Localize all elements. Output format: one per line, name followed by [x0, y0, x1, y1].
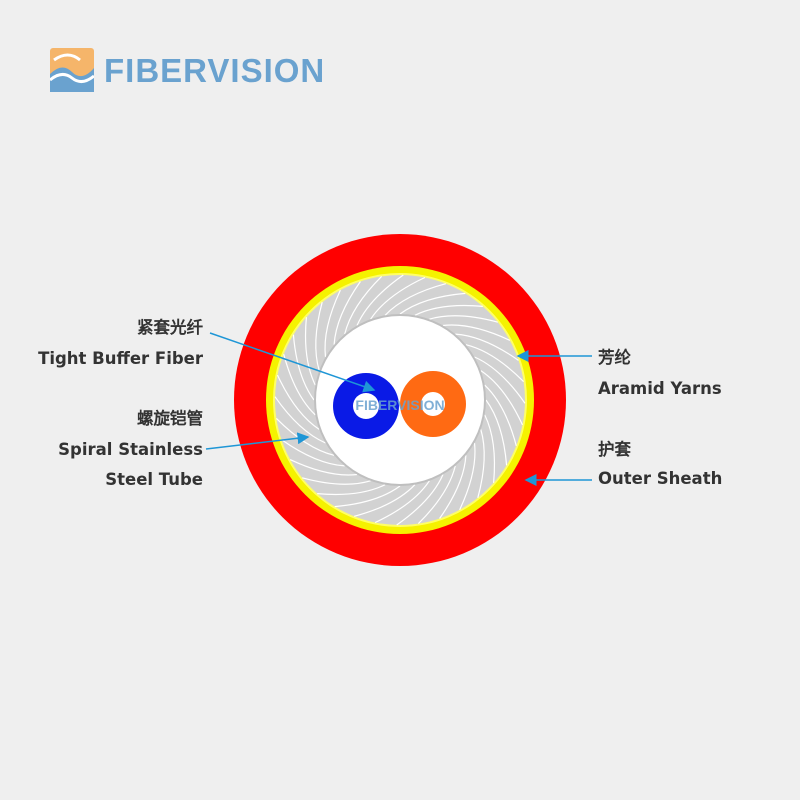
spiral-armor-line	[333, 281, 361, 345]
spiral-armor-line	[334, 485, 401, 508]
spiral-armor-line	[414, 304, 483, 316]
spiral-armor-line	[474, 356, 526, 404]
spiral-armor-line	[484, 384, 517, 446]
sheath-en-label: Outer Sheath	[598, 469, 723, 488]
spiral-armor-line	[459, 442, 476, 511]
spiral-armor-line	[289, 459, 358, 476]
spiral-armor-line	[484, 414, 496, 483]
spiral-armor-line	[283, 354, 316, 416]
blue-fiber-core	[353, 393, 379, 419]
spiral-armor-line	[480, 370, 524, 426]
spiral-armor-line	[396, 474, 444, 526]
spiral-armor-line	[465, 344, 525, 383]
spiral-armor-line	[315, 302, 323, 371]
spiral-armor-line	[304, 317, 316, 386]
aramid-cn-label: 芳纶	[598, 348, 631, 367]
spiral-armor-line	[485, 399, 508, 466]
spiral-armor-line	[442, 324, 511, 341]
tight-buffer-en-label: Tight Buffer Fiber	[38, 349, 203, 368]
spiral-tube-cn-label: 螺旋铠管	[137, 409, 203, 428]
spiral-armor-line	[455, 333, 519, 361]
spiral-armor-line	[439, 455, 467, 519]
spiral-armor-line	[417, 465, 456, 525]
spiral-armor-line	[356, 274, 404, 326]
spiral-armor-line	[477, 429, 485, 498]
spiral-armor-line	[429, 315, 498, 323]
spiral-armor-line	[344, 275, 383, 335]
spiral-armor-line	[324, 289, 341, 358]
spiral-armor-line	[302, 477, 371, 485]
tight-buffer-cn-label: 紧套光纤	[137, 318, 203, 337]
spiral-armor-line	[374, 480, 430, 524]
spiral-armor-line	[274, 396, 326, 444]
fibervision-logo-icon	[50, 48, 94, 92]
spiral-armor-line	[384, 283, 446, 316]
brand-logo: FIBERVISION	[50, 48, 325, 92]
spiral-armor-line	[276, 374, 320, 430]
brand-name: FIBERVISION	[104, 51, 326, 89]
tight-buffer-arrow	[209, 332, 376, 393]
spiral-tube-en-line2: Steel Tube	[105, 470, 203, 489]
cable-watermark: FIBERVISION	[355, 397, 444, 413]
spiral-armor-line	[370, 276, 426, 320]
white-core	[316, 316, 484, 484]
aramid-en-label: Aramid Yarns	[598, 379, 722, 398]
spiral-armor-line	[354, 484, 416, 517]
orange-fiber-core	[421, 392, 445, 416]
spiral-tube-arrow	[205, 432, 310, 450]
spiral-armor-line	[317, 484, 386, 496]
spiral-armor-line	[281, 439, 345, 467]
sheath-cn-label: 护套	[598, 440, 631, 459]
spiral-armor-lines	[274, 274, 526, 526]
spiral-armor-line	[399, 292, 466, 315]
spiral-tube-en-line1: Spiral Stainless	[58, 440, 203, 459]
spiral-armor-line	[292, 334, 315, 401]
